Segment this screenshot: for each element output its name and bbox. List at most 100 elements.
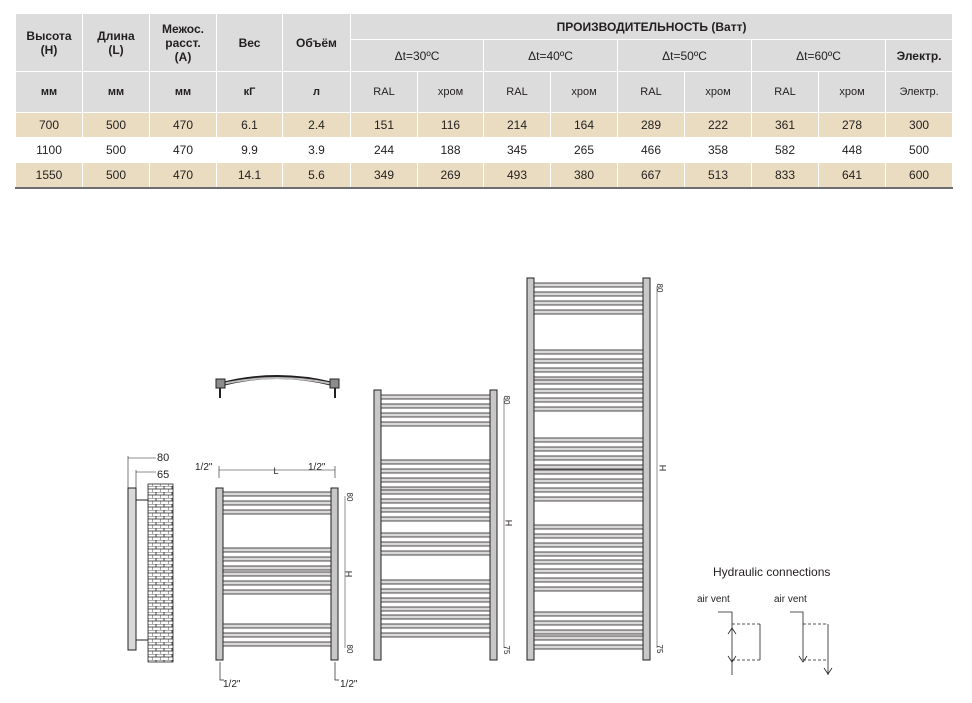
radiator-bar [533,635,644,641]
radiator-bar [380,597,491,603]
table-cell: 466 [617,137,685,163]
radiator-bar [533,300,644,306]
height-mark-1100: H [504,520,514,527]
radiator-bar [533,559,644,565]
specification-table: Высота(H) Длина(L) Межос.расст.(A) Вес О… [15,13,954,189]
radiator-bar [533,379,644,385]
radiator-bar [533,551,644,557]
unit-cell: кГ [216,71,283,113]
length-mark: L [273,466,278,476]
dim-80-700: 80 [345,493,354,502]
table-cell: 500 [82,112,150,138]
radiator-bar [380,394,491,400]
header-dt60: Δt=60ºC [751,39,886,72]
table-cell: 380 [550,162,618,189]
radiator-bar [533,577,644,583]
height-mark-700: H [344,571,354,578]
radiator-bar [380,541,491,547]
radiator-bar [380,623,491,629]
radiator-post [642,277,651,661]
unit-cell: мм [149,71,217,113]
radiator-bar [380,421,491,427]
air-vent-label-right: air vent [774,594,807,605]
table-cell: 269 [417,162,484,189]
table-cell: 358 [684,137,752,163]
unit-cell: хром [417,71,484,113]
header-volume: Объём [282,13,351,72]
radiator-bar [533,524,644,530]
table-cell: 345 [483,137,551,163]
hydraulic-schematic-left [718,611,761,675]
radiator-bar [533,291,644,297]
table-cell: 833 [751,162,819,189]
radiator-bar [533,358,644,364]
radiator-bar [380,507,491,513]
header-spacing: Межос.расст.(A) [149,13,217,72]
radiator-bar [533,349,644,355]
height-mark-1550: H [658,465,668,472]
conn-label-bottom-left: 1/2" [223,679,241,690]
radiator-bar [533,464,644,470]
table-cell: 500 [884,137,954,163]
radiator-bar [222,623,332,629]
unit-cell: RAL [617,71,685,113]
radiator-bar [380,516,491,522]
table-cell: 188 [417,137,484,163]
header-weight: Вес [216,13,283,72]
radiator-bar [533,309,644,315]
radiator-bar [533,620,644,626]
radiator-bar [380,489,491,495]
radiator-bar [222,589,332,595]
radiator-bar [380,403,491,409]
header-performance: ПРОИЗВОДИТЕЛЬНОСТЬ (Ватт) [349,13,954,40]
header-electric: Электр. [884,39,954,72]
radiator-bar [380,579,491,585]
radiator-bar [222,500,332,506]
table-cell: 513 [684,162,752,189]
unit-cell: RAL [751,71,819,113]
table-cell: 448 [818,137,886,163]
unit-cell: л [282,71,351,113]
table-cell: 600 [884,162,954,189]
header-dt40: Δt=40ºC [483,39,618,72]
radiator-bar [533,397,644,403]
radiator-bar [533,388,644,394]
radiator-1100-drawing [373,389,505,661]
header-length: Длина(L) [82,13,150,72]
side-dim-65: 65 [157,469,169,481]
radiator-bar [222,571,332,577]
table-cell: 1100 [15,137,83,163]
radiator-bar [222,565,332,571]
top-view-drawing [215,375,340,398]
radiator-bar [380,477,491,483]
table-cell: 470 [149,137,217,163]
hydraulic-title: Hydraulic connections [713,565,831,579]
conn-label-top-left: 1/2" [195,462,213,473]
table-cell: 493 [483,162,551,189]
radiator-bar [380,459,491,465]
radiator-bar [380,412,491,418]
unit-cell: хром [550,71,618,113]
radiator-1550-drawing [526,277,658,661]
radiator-bar [222,509,332,515]
radiator-bar [533,611,644,617]
radiator-bar [533,644,644,650]
table-cell: 470 [149,162,217,189]
table-cell: 3.9 [282,137,351,163]
table-cell: 2.4 [282,112,351,138]
radiator-bar [533,542,644,548]
radiator-bar [222,632,332,638]
table-cell: 289 [617,112,685,138]
unit-cell: мм [82,71,150,113]
dim-80-1100: 80 [502,396,511,405]
radiator-bar [533,446,644,452]
radiator-bar [222,556,332,562]
table-cell: 500 [82,162,150,189]
radiator-bar [533,629,644,635]
radiator-post [330,487,339,661]
radiator-bar [222,641,332,647]
radiator-700-drawing [215,487,346,661]
